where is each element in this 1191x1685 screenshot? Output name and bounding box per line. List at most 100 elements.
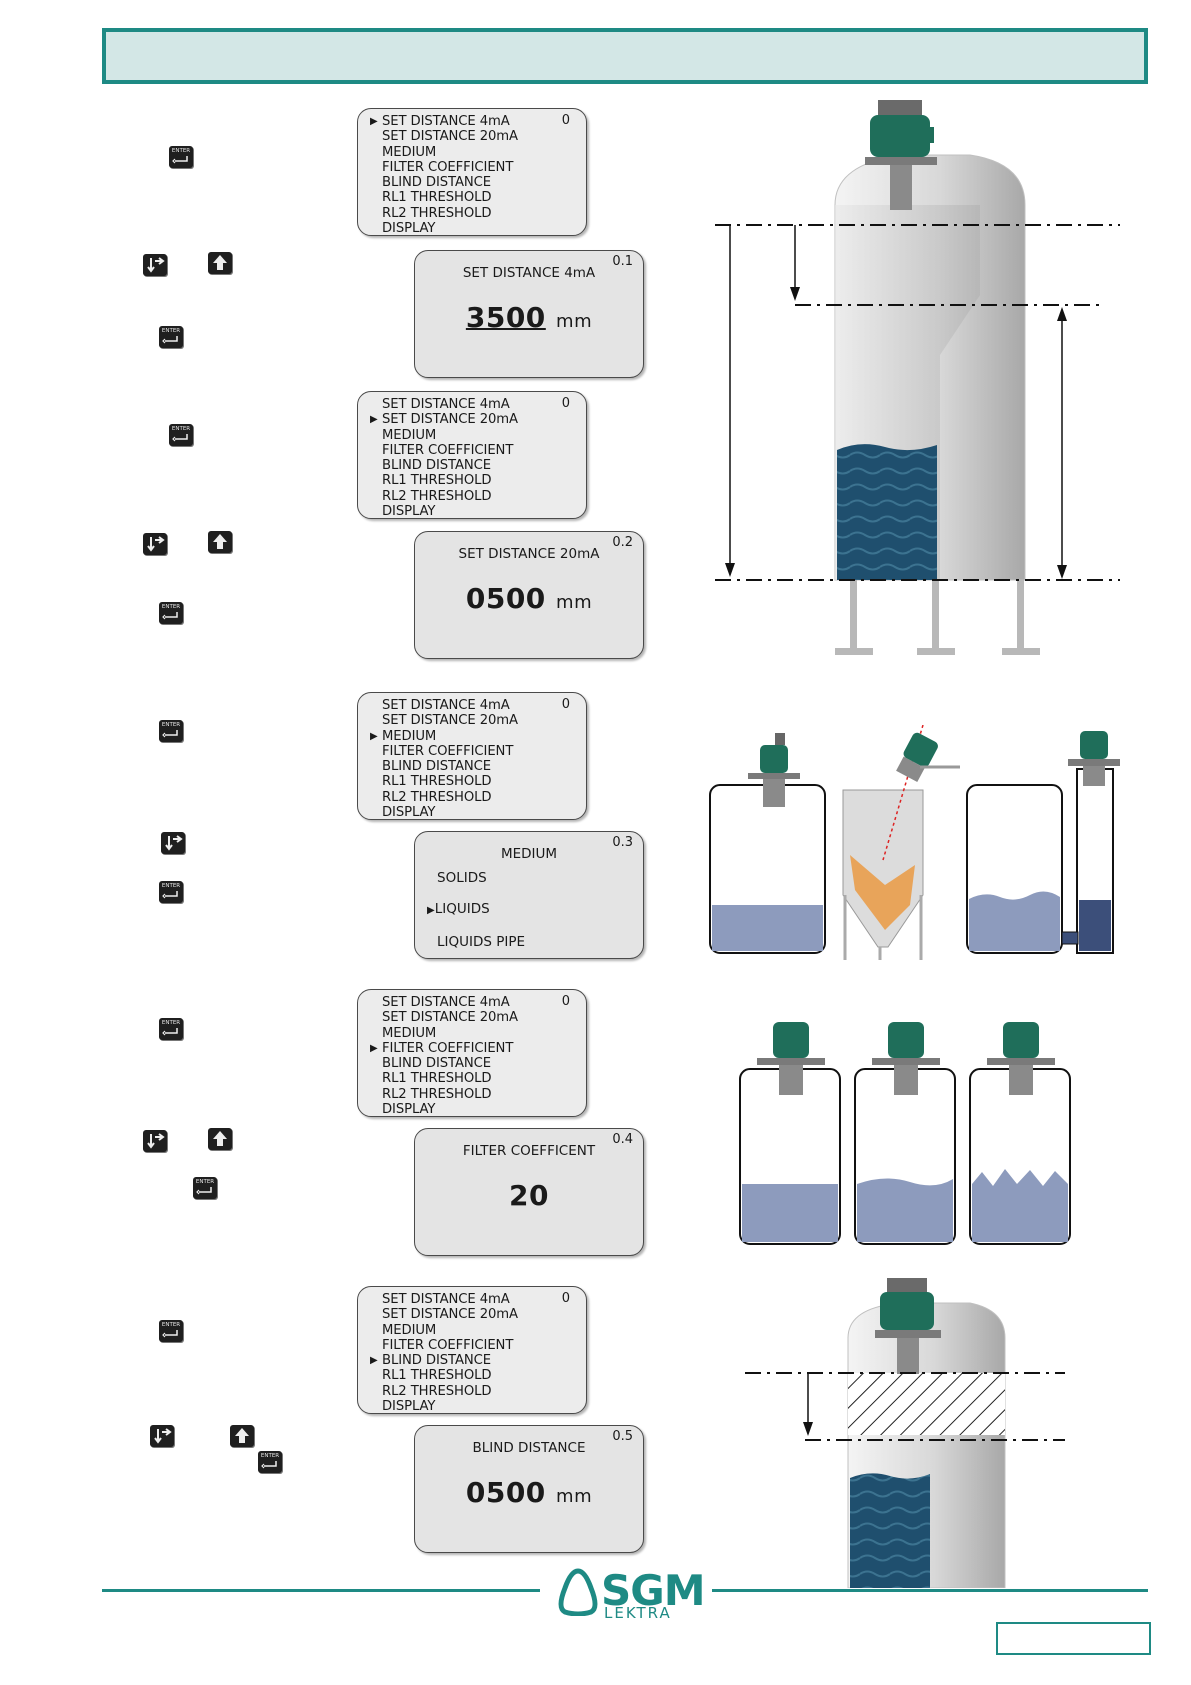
screen-number: 0.2 bbox=[612, 535, 633, 550]
menu-item: SET DISTANCE 4mA bbox=[372, 397, 586, 412]
menu-index: 0 bbox=[561, 697, 570, 712]
screen-value: 0500 mm bbox=[415, 582, 643, 615]
cursor-icon: ▶ bbox=[370, 730, 378, 742]
enter-key-icon: ENTER bbox=[159, 1320, 183, 1342]
screen-title: MEDIUM bbox=[500, 846, 558, 862]
cursor-icon: ▶ bbox=[370, 116, 378, 127]
menu-item-label: FILTER COEFFICIENT bbox=[382, 1040, 514, 1056]
arrow-right-down-key-icon bbox=[143, 533, 167, 555]
value-digits: 0500 bbox=[465, 1476, 546, 1509]
lcd-screen-set-distance-4ma: 0.1 SET DISTANCE 4mA 3500 mm bbox=[414, 250, 644, 378]
enter-key-icon: ENTER bbox=[159, 1018, 183, 1040]
footer-rule-right bbox=[712, 1589, 1148, 1592]
screen-number: 0.1 bbox=[612, 254, 633, 269]
option-solids: SOLIDS bbox=[437, 870, 487, 886]
tank-distance-diagram bbox=[715, 100, 1120, 655]
value-digits: 0500 bbox=[465, 582, 546, 615]
menu-item: SET DISTANCE 4mA bbox=[372, 698, 586, 713]
screen-title: BLIND DISTANCE bbox=[472, 1440, 586, 1456]
header-bar bbox=[102, 28, 1148, 84]
menu-item: BLIND DISTANCE bbox=[372, 1056, 586, 1071]
arrow-right-down-key-icon bbox=[143, 1130, 167, 1152]
cursor-icon: ▶ bbox=[370, 414, 378, 426]
lcd-screen-blind-distance: 0.5 BLIND DISTANCE 0500 mm bbox=[414, 1425, 644, 1553]
menu-item: RL1 THRESHOLD bbox=[372, 190, 586, 205]
menu-item-label: SET DISTANCE 4mA bbox=[382, 397, 510, 412]
menu-item: RL2 THRESHOLD bbox=[372, 206, 586, 221]
menu-item-label: MEDIUM bbox=[382, 144, 437, 160]
menu-item: DISPLAY bbox=[372, 504, 586, 519]
menu-item-label: SET DISTANCE 20mA bbox=[382, 713, 518, 729]
menu-item-label: BLIND DISTANCE bbox=[382, 1056, 491, 1072]
menu-item: SET DISTANCE 20mA bbox=[372, 1307, 586, 1322]
screen-value: 20 bbox=[509, 1179, 549, 1212]
enter-key-icon: ENTER bbox=[193, 1177, 217, 1199]
cursor-icon: ▶ bbox=[370, 1042, 378, 1054]
menu-item-label: RL1 THRESHOLD bbox=[382, 190, 492, 206]
menu-index: 0 bbox=[561, 994, 570, 1009]
menu-item: RL2 THRESHOLD bbox=[372, 1384, 586, 1399]
enter-key-icon: ENTER bbox=[159, 602, 183, 624]
menu-item: SET DISTANCE 20mA bbox=[372, 1010, 586, 1025]
menu-item: RL1 THRESHOLD bbox=[372, 473, 586, 488]
screen-title: FILTER COEFFICENT bbox=[462, 1143, 596, 1159]
value-digits: 3500 bbox=[465, 301, 546, 334]
screen-title: SET DISTANCE 4mA bbox=[462, 265, 596, 281]
menu-item-label: FILTER COEFFICIENT bbox=[382, 159, 514, 175]
menu-item: MEDIUM bbox=[372, 145, 586, 160]
menu-item-label: BLIND DISTANCE bbox=[382, 175, 491, 191]
menu-item: MEDIUM bbox=[372, 1026, 586, 1041]
menu-item: DISPLAY bbox=[372, 221, 586, 236]
menu-item: RL1 THRESHOLD bbox=[372, 1368, 586, 1383]
menu-item-label: BLIND DISTANCE bbox=[382, 759, 491, 775]
value-unit: mm bbox=[556, 1486, 593, 1507]
menu-item: FILTER COEFFICIENT bbox=[372, 744, 586, 759]
menu-item: ▶ MEDIUM bbox=[370, 728, 586, 744]
menu-item-label: SET DISTANCE 4mA bbox=[382, 114, 510, 129]
menu-item: BLIND DISTANCE bbox=[372, 458, 586, 473]
menu-item: DISPLAY bbox=[372, 805, 586, 820]
menu-item: SET DISTANCE 4mA bbox=[372, 995, 586, 1010]
menu-item-label: SET DISTANCE 20mA bbox=[382, 129, 518, 145]
menu-item-label: MEDIUM bbox=[382, 1025, 437, 1041]
menu-item-label: SET DISTANCE 4mA bbox=[382, 1292, 510, 1307]
menu-item: ▶ FILTER COEFFICIENT bbox=[370, 1040, 586, 1056]
menu-index: 0 bbox=[561, 1291, 570, 1306]
menu-item-label: DISPLAY bbox=[382, 805, 436, 821]
menu-item-label: SET DISTANCE 4mA bbox=[382, 995, 510, 1010]
enter-key-icon: ENTER bbox=[169, 424, 193, 446]
menu-item-label: MEDIUM bbox=[382, 427, 437, 443]
screen-number: 0.4 bbox=[612, 1132, 633, 1147]
screen-value: 3500 mm bbox=[415, 301, 643, 334]
menu-item: MEDIUM bbox=[372, 1323, 586, 1338]
enter-key-icon: ENTER bbox=[159, 326, 183, 348]
arrow-up-key-icon bbox=[208, 1128, 232, 1150]
value-unit: mm bbox=[556, 311, 593, 332]
menu-item: DISPLAY bbox=[372, 1399, 586, 1414]
menu-item-label: SET DISTANCE 20mA bbox=[382, 1307, 518, 1323]
menu-item: RL2 THRESHOLD bbox=[372, 790, 586, 805]
option-liquids-label: LIQUIDS bbox=[434, 901, 490, 917]
menu-item: FILTER COEFFICIENT bbox=[372, 160, 586, 175]
arrow-up-key-icon bbox=[208, 531, 232, 553]
menu-item-label: DISPLAY bbox=[382, 221, 436, 237]
menu-item: FILTER COEFFICIENT bbox=[372, 443, 586, 458]
enter-key-icon: ENTER bbox=[258, 1451, 282, 1473]
footer-rule-left bbox=[102, 1589, 540, 1592]
logo-wordmark: SGM bbox=[601, 1566, 706, 1615]
menu-item-label: RL1 THRESHOLD bbox=[382, 1368, 492, 1384]
menu-item: SET DISTANCE 20mA bbox=[372, 129, 586, 144]
menu-item-label: SET DISTANCE 20mA bbox=[382, 412, 518, 428]
medium-types-diagram bbox=[709, 725, 1120, 960]
filter-coefficient-diagram bbox=[739, 1022, 1071, 1245]
lcd-screen-set-distance-20ma: 0.2 SET DISTANCE 20mA 0500 mm bbox=[414, 531, 644, 659]
arrow-up-key-icon bbox=[208, 252, 232, 274]
cursor-icon: ▶ bbox=[427, 905, 435, 916]
blind-distance-diagram bbox=[745, 1278, 1065, 1588]
menu-item-label: RL2 THRESHOLD bbox=[382, 1086, 492, 1102]
menu-item-label: MEDIUM bbox=[382, 728, 437, 744]
menu-item-label: MEDIUM bbox=[382, 1322, 437, 1338]
